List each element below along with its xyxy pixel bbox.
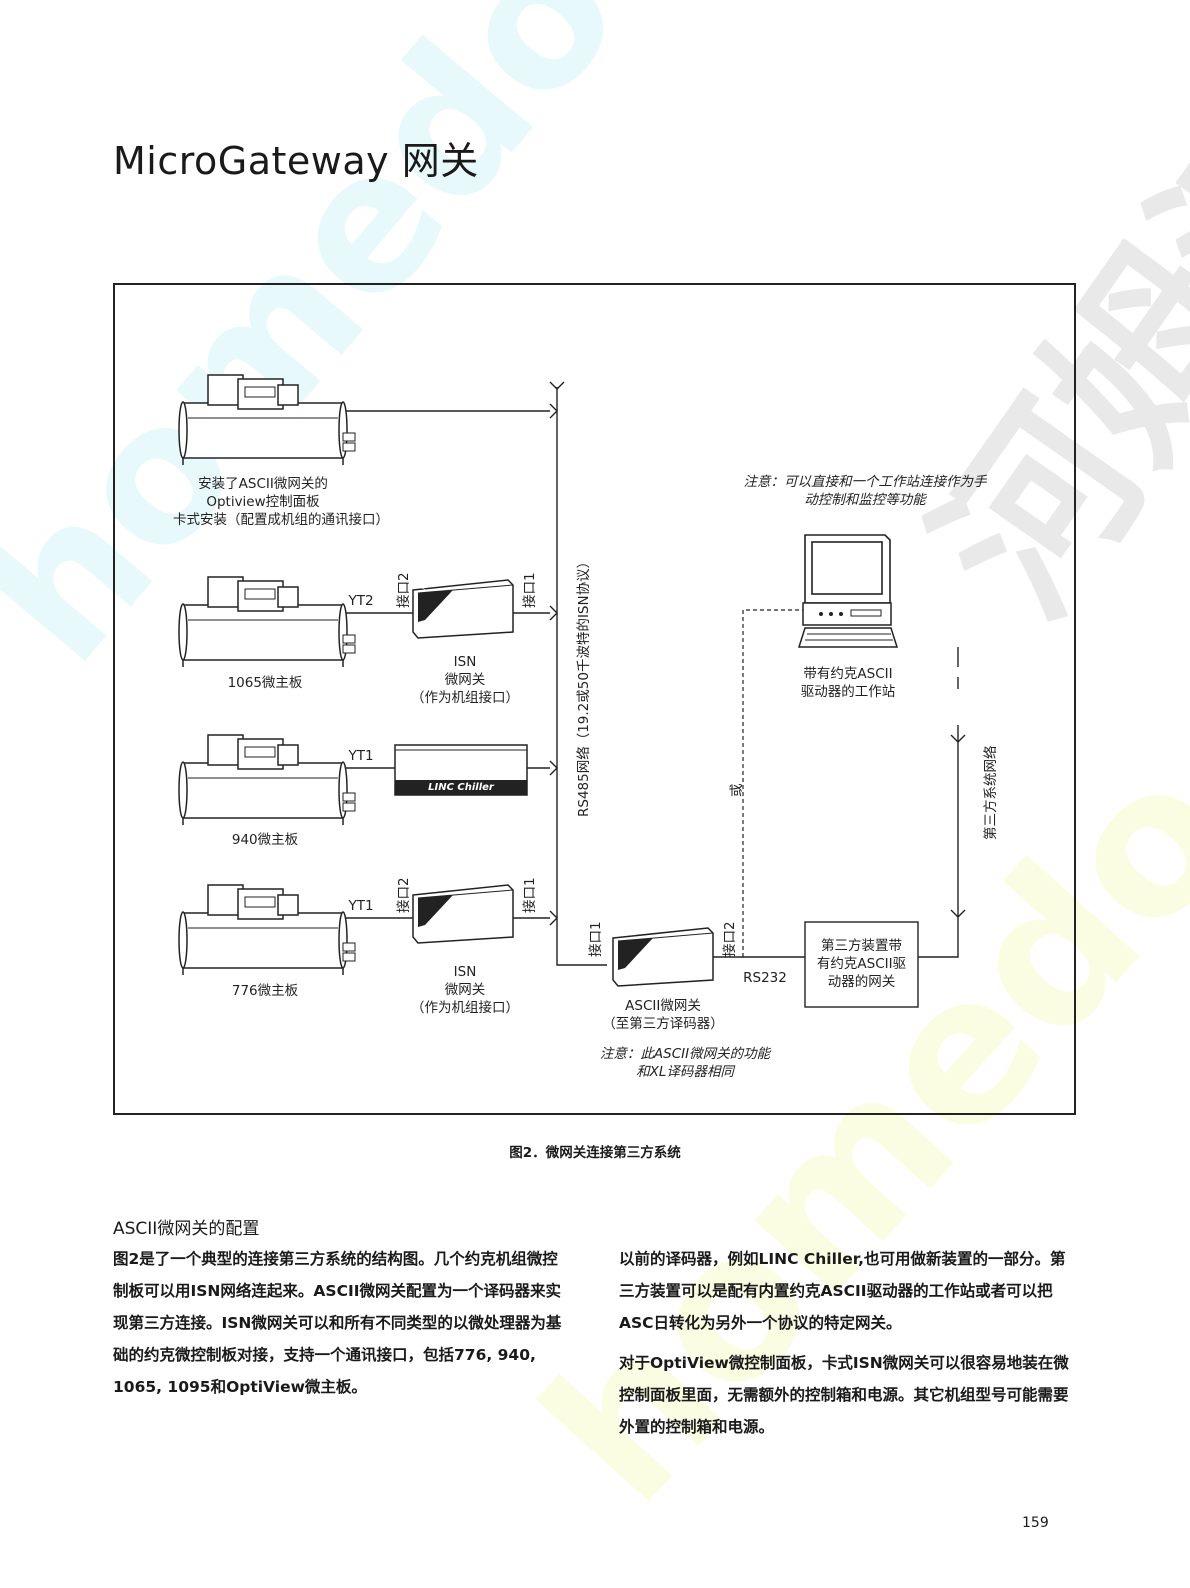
- label-unit-940: 940微主板: [231, 832, 299, 848]
- linc-chiller-label: LINC Chiller: [428, 782, 494, 793]
- note-top: 注意：可以直接和一个工作站连接作为手 动控制和监控等功能: [743, 474, 987, 508]
- label-workstation: 带有约克ASCII 驱动器的工作站: [800, 666, 896, 700]
- label-unit-1065: 1065微主板: [227, 675, 303, 691]
- label-port2-ascii: 接口2: [722, 921, 738, 957]
- label-rs485-network: RS485网络（19.2或50千波特的ISN协议）: [576, 554, 592, 817]
- diagram-lines: [178, 374, 966, 1008]
- label-isn-gateway-1: ISN 微网关 （作为机组接口）: [411, 654, 519, 706]
- figure-caption: 图2．微网关连接第三方系统: [509, 1145, 681, 1161]
- label-third-party-network: 第三方系统网络: [983, 745, 999, 841]
- paragraph: 图2是了一个典型的连接第三方系统的结构图。几个约克机组微控制板可以用ISN网络连…: [113, 1250, 562, 1396]
- note-bottom: 注意：此ASCII微网关的功能 和XL译码器相同: [599, 1046, 771, 1080]
- page-title: MicroGateway 网关: [113, 139, 479, 183]
- label-third-party-device: 第三方装置带 有约克ASCII驱 动器的网关: [816, 938, 907, 990]
- text-column-right: 以前的译码器，例如LINC Chiller,也可用做新装置的一部分。第三方装置可…: [619, 1243, 1077, 1451]
- label-yt1-940: YT1: [348, 748, 374, 764]
- label-yt1-776: YT1: [348, 898, 374, 914]
- paragraph: 以前的译码器，例如LINC Chiller,也可用做新装置的一部分。第三方装置可…: [619, 1250, 1066, 1332]
- label-port1-isn2: 接口1: [522, 877, 538, 913]
- label-or: 或: [729, 783, 745, 798]
- label-port1-ascii: 接口1: [588, 921, 604, 957]
- workstation-computer: [797, 534, 899, 648]
- page-number: 159: [1022, 1515, 1049, 1531]
- label-isn-gateway-2: ISN 微网关 （作为机组接口）: [411, 964, 519, 1016]
- label-rs232: RS232: [743, 970, 787, 986]
- label-optiview: 安装了ASCII微网关的 Optiview控制面板 卡式安装（配置成机组的通讯接…: [173, 476, 389, 528]
- paragraph: 对于OptiView微控制面板，卡式ISN微网关可以很容易地装在微控制面板里面，…: [619, 1354, 1069, 1436]
- label-unit-776: 776微主板: [231, 983, 299, 999]
- label-port2-isn1: 接口2: [396, 572, 412, 608]
- label-port1-isn1: 接口1: [522, 572, 538, 608]
- label-yt2: YT2: [348, 593, 374, 609]
- label-port2-isn2: 接口2: [396, 877, 412, 913]
- text-column-left: 图2是了一个典型的连接第三方系统的结构图。几个约克机组微控制板可以用ISN网络连…: [113, 1243, 571, 1411]
- figure-diagram: 安装了ASCII微网关的 Optiview控制面板 卡式安装（配置成机组的通讯接…: [113, 283, 1076, 1115]
- section-heading: ASCII微网关的配置: [113, 1219, 260, 1239]
- label-ascii-gateway: ASCII微网关 （至第三方译码器）: [602, 998, 724, 1032]
